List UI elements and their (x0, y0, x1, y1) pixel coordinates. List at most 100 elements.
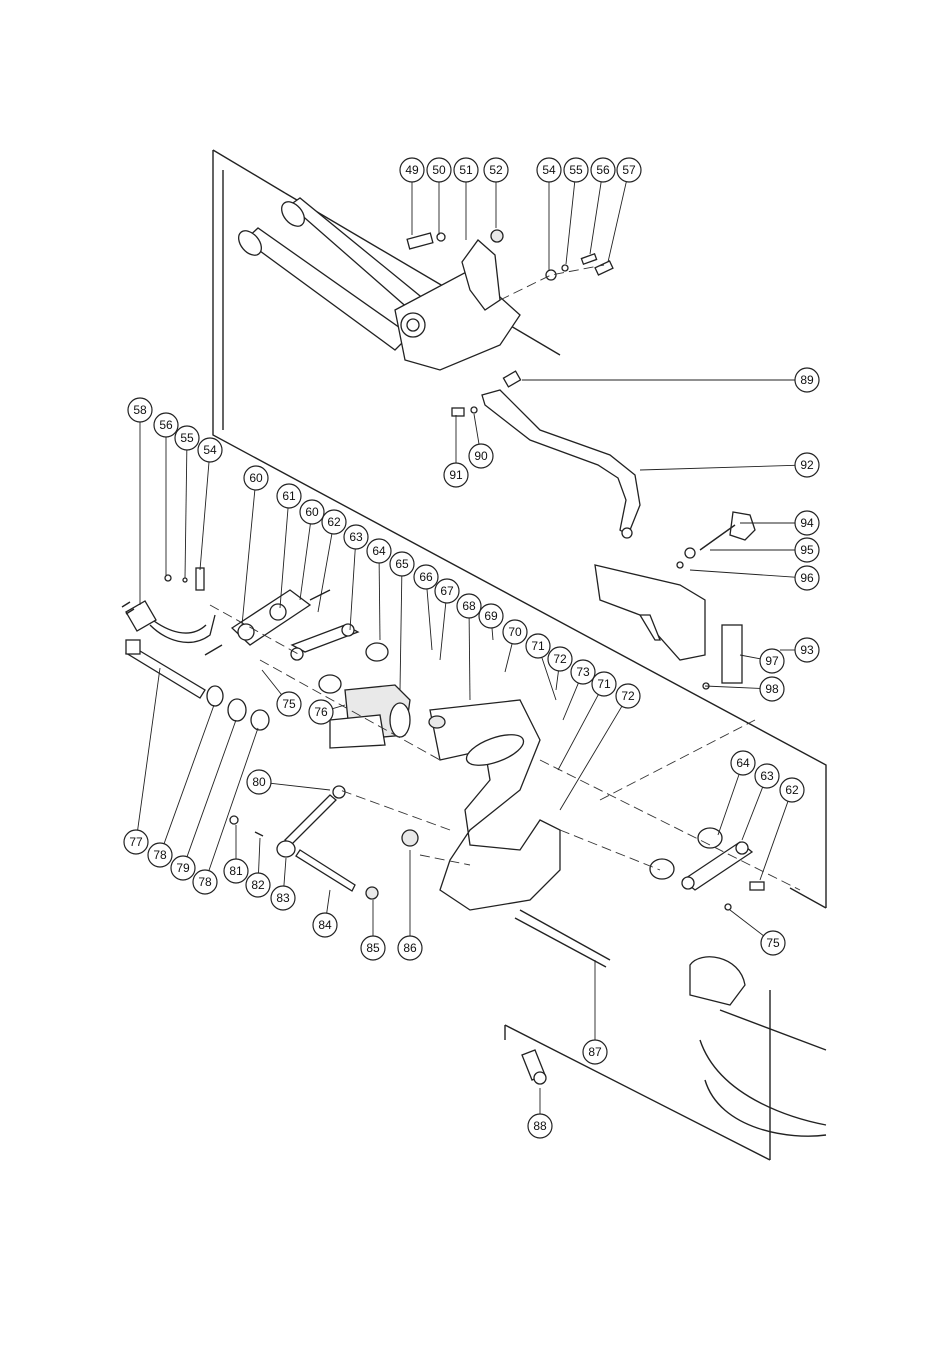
part-callout-70: 70 (503, 620, 527, 672)
part-callout-79: 79 (171, 720, 236, 880)
part-callout-56: 56 (590, 158, 615, 254)
part-number-label: 56 (159, 418, 173, 432)
part-number-label: 63 (760, 769, 774, 783)
part-number-label: 75 (282, 697, 296, 711)
part-number-label: 94 (800, 516, 814, 530)
part-callout-61: 61 (277, 484, 301, 608)
part-number-label: 91 (449, 468, 463, 482)
leader-line (563, 683, 578, 720)
leader-line (427, 589, 432, 650)
part-number-label: 96 (800, 571, 814, 585)
part-number-label: 90 (474, 449, 488, 463)
part-callout-54: 54 (198, 438, 222, 570)
part-number-label: 78 (198, 875, 212, 889)
part-number-label: 72 (621, 689, 635, 703)
leader-line (209, 728, 258, 871)
part-callout-95: 95 (710, 538, 819, 562)
leader-line (690, 570, 795, 577)
part-callout-72: 72 (548, 647, 572, 690)
part-callout-96: 96 (690, 566, 819, 590)
part-callout-52: 52 (484, 158, 508, 228)
part-number-label: 95 (800, 543, 814, 557)
part-number-label: 55 (180, 431, 194, 445)
part-callout-83: 83 (271, 858, 295, 910)
part-callout-88: 88 (528, 1088, 552, 1138)
leader-line (469, 618, 470, 700)
part-number-label: 88 (533, 1119, 547, 1133)
part-number-label: 89 (800, 373, 814, 387)
part-number-label: 64 (736, 756, 750, 770)
leader-line (350, 549, 355, 630)
part-callout-60: 60 (300, 500, 324, 600)
leader-line (262, 670, 282, 695)
part-callout-87: 87 (583, 960, 607, 1064)
part-number-label: 73 (576, 665, 590, 679)
leader-line (284, 858, 286, 886)
part-number-label: 62 (785, 783, 799, 797)
leader-line (138, 668, 160, 830)
leader-line (187, 720, 236, 857)
part-callout-75: 75 (730, 910, 785, 955)
part-number-label: 79 (176, 861, 190, 875)
part-number-label: 51 (459, 163, 473, 177)
part-callout-93: 93 (780, 638, 819, 662)
part-callout-54: 54 (537, 158, 561, 270)
part-number-label: 49 (405, 163, 419, 177)
leader-line (318, 534, 332, 612)
part-number-label: 85 (366, 941, 380, 955)
part-callout-75: 75 (262, 670, 301, 716)
right-link-plates (650, 828, 764, 910)
part-callout-51: 51 (454, 158, 478, 240)
part-number-label: 70 (508, 625, 522, 639)
part-callout-71: 71 (558, 672, 616, 770)
part-callout-97: 97 (740, 649, 784, 673)
part-number-label: 56 (596, 163, 610, 177)
part-number-label: 87 (588, 1045, 602, 1059)
part-callout-64: 64 (367, 539, 391, 640)
part-callout-63: 63 (344, 525, 368, 630)
part-callout-82: 82 (246, 838, 270, 897)
part-number-label: 63 (349, 530, 363, 544)
part-callout-73: 73 (563, 660, 595, 720)
part-callout-65: 65 (390, 552, 414, 690)
part-callout-98: 98 (705, 677, 784, 701)
handle-assembly (234, 197, 613, 386)
part-callout-78: 78 (148, 705, 214, 867)
leader-line (271, 783, 330, 790)
part-number-label: 54 (542, 163, 556, 177)
leader-line (608, 182, 626, 262)
part-number-label: 98 (765, 682, 779, 696)
leader-line (556, 671, 558, 690)
part-number-label: 93 (800, 643, 814, 657)
part-number-label: 71 (531, 639, 545, 653)
leader-line (742, 787, 763, 840)
part-callout-58: 58 (128, 398, 152, 605)
leader-line (566, 182, 575, 264)
leader-line (590, 182, 601, 254)
leader-line (558, 695, 598, 770)
part-callout-69: 69 (479, 604, 503, 640)
part-callout-86: 86 (398, 850, 422, 960)
part-callout-89: 89 (522, 368, 819, 392)
part-number-label: 82 (251, 878, 265, 892)
part-number-label: 69 (484, 609, 498, 623)
part-callout-84: 84 (313, 890, 337, 937)
long-bolt (126, 640, 269, 730)
part-callout-49: 49 (400, 158, 424, 235)
part-number-label: 50 (432, 163, 446, 177)
leader-line (492, 628, 493, 640)
part-number-label: 72 (553, 652, 567, 666)
part-number-label: 64 (372, 544, 386, 558)
part-callout-77: 77 (124, 668, 160, 854)
leader-line (242, 490, 255, 625)
part-callout-72: 72 (560, 684, 640, 810)
part-callout-60: 60 (242, 466, 268, 625)
part-number-label: 52 (489, 163, 503, 177)
part-number-label: 60 (305, 505, 319, 519)
leader-line (164, 705, 214, 844)
part-number-label: 54 (203, 443, 217, 457)
leader-line (327, 890, 330, 913)
leader-line (560, 706, 622, 810)
part-number-label: 65 (395, 557, 409, 571)
part-number-label: 78 (153, 848, 167, 862)
